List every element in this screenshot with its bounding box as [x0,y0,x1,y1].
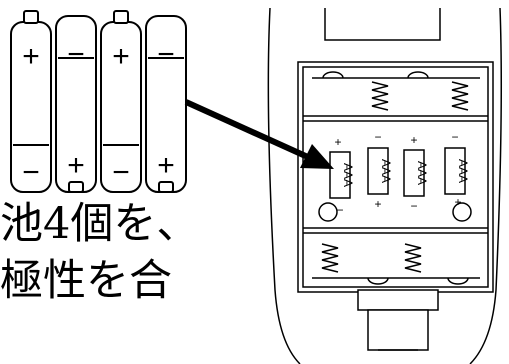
battery-group: + − − + + − − + [10,10,187,193]
top-slot-outline [324,8,441,41]
slot-2-top-sign: − [374,130,381,144]
slot-1: AAA + − [329,135,355,217]
slot-4-bottom-sign: + [454,195,461,209]
insertion-arrow [184,99,334,169]
battery-2-top-sign: − [67,38,85,71]
slot-1-top-sign: + [334,135,341,149]
spring-bottom-1 [321,243,339,273]
battery-1: + − [10,10,52,193]
slot-3-label: AAA [415,161,429,185]
slot-4: AAA − + [444,130,470,209]
caption-line-2: 極性を合 [0,256,172,306]
slot-2: AAA − + [367,130,393,211]
battery-4-top-sign: − [157,38,175,71]
battery-compartment: AAA + − AAA − + AAA + − AAA − + [297,61,494,351]
battery-1-bottom-sign: − [22,156,40,189]
slot-3: AAA + − [403,133,429,213]
slot-3-top-sign: + [410,133,417,147]
compartment-latch [357,289,439,351]
slot-1-bottom-sign: − [336,203,343,217]
polarity-circle-right [452,202,472,222]
battery-2: − + [55,15,97,193]
lower-spring-section [303,227,488,285]
slot-4-top-sign: − [451,130,458,144]
slot-1-label: AAA [341,163,355,187]
spring-top-1 [371,81,389,111]
slot-2-bottom-sign: + [374,197,381,211]
battery-4-bottom-sign: + [157,149,175,182]
battery-3-top-sign: + [112,40,130,73]
battery-3-bottom-sign: − [112,156,130,189]
upper-spring-section [303,71,488,122]
remote-control-body [267,7,502,364]
battery-3: + − [100,10,142,193]
spring-top-2 [451,81,469,111]
polarity-circle-left [318,202,338,222]
battery-1-top-sign: + [22,40,40,73]
spring-bottom-2 [404,243,422,273]
battery-4: − + [145,15,187,193]
slot-3-bottom-sign: − [410,199,417,213]
slot-2-label: AAA [379,159,393,183]
slot-4-label: AAA [456,159,470,183]
caption-line-1: 池4個を、 [0,199,200,249]
battery-2-bottom-sign: + [67,149,85,182]
